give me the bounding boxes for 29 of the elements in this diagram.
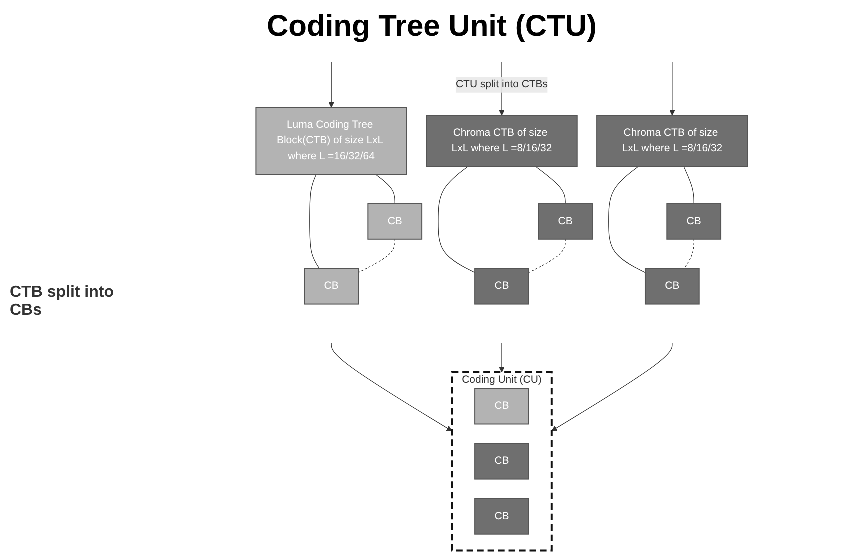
- arrow: [552, 342, 673, 432]
- node-box: Chroma CTB of size LxL where L =8/16/32: [426, 115, 578, 168]
- arrow: [499, 342, 505, 373]
- side-note: CTB split into CBs: [10, 284, 115, 320]
- node-box: Chroma CTB of size LxL where L =8/16/32: [596, 115, 748, 168]
- node-box: CB: [474, 443, 530, 480]
- connector: [375, 174, 396, 204]
- connector: [438, 166, 476, 274]
- edge-label: CTU split into CTBs: [456, 79, 548, 90]
- node-box: CB: [666, 204, 722, 240]
- arrow: [328, 62, 334, 108]
- node-box: CB: [474, 388, 530, 425]
- connector: [535, 166, 566, 204]
- connector: [608, 166, 646, 274]
- connector: [684, 239, 694, 270]
- node-box: CB: [368, 204, 423, 240]
- connector: [310, 174, 320, 270]
- node-box: CB: [644, 268, 700, 305]
- arrow: [331, 342, 452, 432]
- arrow: [670, 62, 676, 116]
- node-box: CB: [538, 204, 593, 240]
- node-box: CB: [474, 268, 530, 305]
- node-box: Luma Coding Tree Block(CTB) of size LxL where L =16/32/64: [256, 107, 408, 175]
- connector: [358, 239, 396, 274]
- node-box: CB: [304, 268, 360, 305]
- connector: [528, 239, 566, 274]
- node-box: CB: [474, 498, 530, 535]
- diagram-title: Coding Tree Unit (CTU): [267, 10, 597, 44]
- connector: [684, 166, 694, 204]
